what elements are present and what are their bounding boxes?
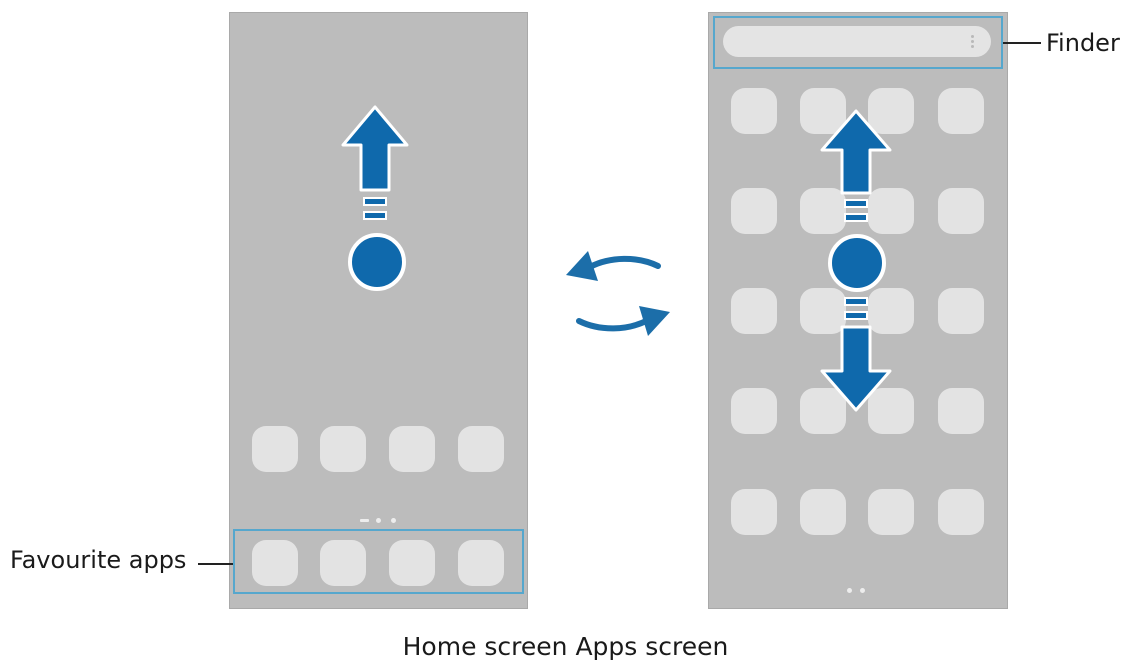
arrow-up-icon [820,109,892,222]
app-icon[interactable] [938,88,984,134]
app-icon[interactable] [868,88,914,134]
app-icon[interactable] [320,426,366,472]
favourite-app-icon[interactable] [252,540,298,586]
app-icon[interactable] [938,388,984,434]
app-icon[interactable] [252,426,298,472]
arrow-down-icon [820,297,892,412]
more-options-icon[interactable] [971,35,974,49]
touch-circle-icon [348,233,406,291]
app-icon[interactable] [800,489,846,535]
touch-circle-icon [828,234,886,292]
app-icon[interactable] [731,388,777,434]
app-icon[interactable] [731,188,777,234]
arrow-up-icon [341,105,409,220]
app-icon[interactable] [458,426,504,472]
app-icon[interactable] [800,188,846,234]
page-dot [376,518,381,523]
favourite-apps-callout [233,529,524,594]
favourite-app-icon[interactable] [458,540,504,586]
app-icon[interactable] [868,188,914,234]
app-icon[interactable] [389,426,435,472]
page-dot [860,588,865,593]
finder-leader-line [1003,42,1041,44]
app-icon[interactable] [800,288,846,334]
favourite-app-icon[interactable] [320,540,366,586]
app-icon[interactable] [868,288,914,334]
favourite-apps-leader-line [198,563,233,565]
app-icon[interactable] [800,88,846,134]
rotate-arrow-head [566,251,598,281]
caption: Home screen Apps screen [402,632,729,661]
app-icon[interactable] [800,388,846,434]
rotate-arrows-icon [576,255,661,332]
app-icon[interactable] [868,489,914,535]
favourite-apps-label: Favourite apps [10,546,187,574]
rotate-arrow-head [639,306,670,336]
finder-label: Finder [1046,29,1120,57]
finder-callout [713,16,1003,69]
app-icon[interactable] [938,489,984,535]
finder-search-bar[interactable] [723,26,991,57]
page-dot [391,518,396,523]
app-icon[interactable] [731,489,777,535]
home-page-indicator [360,519,369,522]
page-dot [847,588,852,593]
app-icon[interactable] [938,288,984,334]
app-icon[interactable] [731,88,777,134]
app-icon[interactable] [868,388,914,434]
app-icon[interactable] [731,288,777,334]
favourite-app-icon[interactable] [389,540,435,586]
app-icon[interactable] [938,188,984,234]
